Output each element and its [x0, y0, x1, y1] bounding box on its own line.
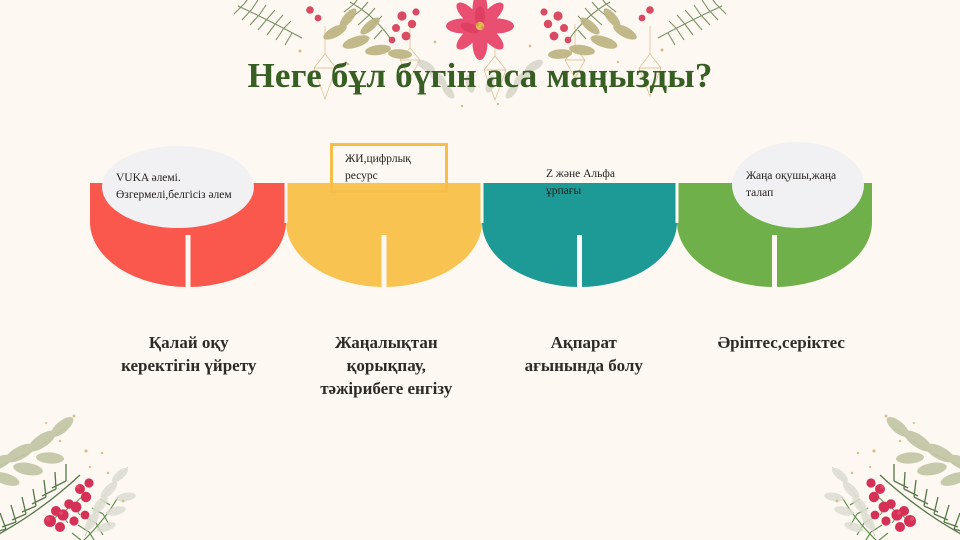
- caption-new-learner: Әріптес,серіктес: [717, 333, 845, 352]
- banner-segment-ai-digital: [286, 183, 482, 289]
- callout-gen-z-alpha[interactable]: Z және Альфа ұрпағы: [534, 160, 664, 206]
- callout-ai-digital-label: ЖИ,цифрлық ресурс: [345, 153, 411, 182]
- caption-row: Қалай оқу керектігін үйрету Жаңалықтан қ…: [90, 332, 880, 401]
- callout-gen-z-alpha-label: Z және Альфа ұрпағы: [546, 168, 615, 197]
- callout-vuka-label: VUKA әлемі. Өзгермелі,белгісіз әлем: [116, 172, 232, 201]
- banner-segment-gen-z-alpha: [482, 183, 677, 289]
- caption-ai-digital: Жаңалықтан қорықпау, тәжірибеге енгізу: [320, 333, 453, 398]
- callout-new-learner-label: Жаңа оқушы,жаңа талап: [746, 170, 837, 199]
- pine-berry-branch-icon-left: [0, 411, 290, 540]
- caption-vuka: Қалай оқу керектігін үйрету: [121, 333, 257, 375]
- callout-vuka[interactable]: VUKA әлемі. Өзгермелі,белгісіз әлем: [102, 146, 254, 228]
- callout-ai-digital[interactable]: ЖИ,цифрлық ресурс: [330, 143, 448, 193]
- caption-gen-z-alpha: Ақпарат ағынында болу: [524, 333, 643, 375]
- pine-berry-branch-icon-right: [670, 411, 960, 540]
- page-title: Неге бұл бүгін аса маңызды?: [247, 56, 713, 95]
- callout-new-learner[interactable]: Жаңа оқушы,жаңа талап: [732, 142, 864, 228]
